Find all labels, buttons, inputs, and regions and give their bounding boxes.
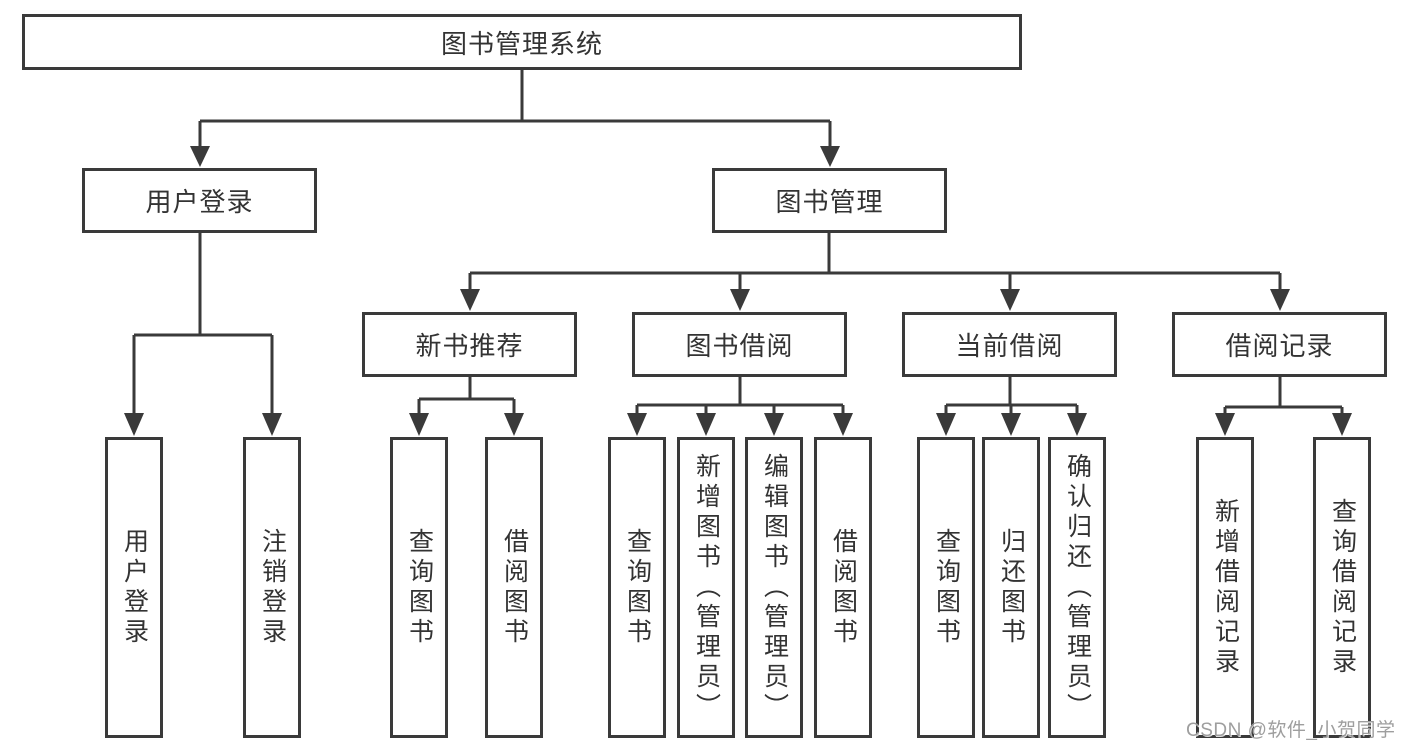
leaf-nbr-borrow-books-label: 借阅图书 [500, 527, 529, 648]
leaf-cb-query-books: 查询图书 [917, 437, 975, 738]
arrow-down-icon [1270, 289, 1290, 311]
connector-bookmgmt-to-level3 [468, 233, 1282, 291]
leaf-bb-add-books: 新增图书（管理员） [677, 437, 735, 738]
leaf-cb-confirm-return: 确认归还（管理员） [1048, 437, 1106, 738]
arrow-down-icon [1332, 413, 1352, 436]
leaf-bb-edit-books: 编辑图书（管理员） [745, 437, 803, 738]
connector-records-to-leaves [1223, 377, 1344, 416]
leaf-cb-return-books-label: 归还图书 [997, 527, 1026, 648]
arrow-down-icon [504, 413, 524, 436]
leaf-br-query-record-label: 查询借阅记录 [1328, 497, 1357, 678]
arrow-down-icon [409, 413, 429, 436]
arrow-down-icon [190, 146, 210, 167]
arrow-down-icon [627, 413, 647, 436]
node-user-login-label: 用户登录 [145, 187, 254, 217]
node-root-label: 图书管理系统 [440, 28, 603, 59]
leaf-cb-return-books: 归还图书 [982, 437, 1040, 738]
leaf-cb-confirm-return-label: 确认归还（管理员） [1063, 452, 1092, 723]
leaf-br-add-record: 新增借阅记录 [1196, 437, 1254, 738]
leaf-br-add-record-label: 新增借阅记录 [1211, 497, 1240, 678]
leaf-nbr-borrow-books: 借阅图书 [485, 437, 543, 738]
connector-currentborrow-to-leaves [944, 377, 1079, 416]
arrowheads [124, 146, 1352, 436]
node-borrow-records-label: 借阅记录 [1225, 331, 1334, 361]
node-borrow-records: 借阅记录 [1172, 312, 1387, 377]
leaf-bb-borrow-books: 借阅图书 [814, 437, 872, 738]
arrow-down-icon [262, 413, 282, 436]
arrow-down-icon [764, 413, 784, 436]
arrow-down-icon [820, 146, 840, 167]
arrow-down-icon [833, 413, 853, 436]
arrow-down-icon [696, 413, 716, 436]
connector-newbook-to-leaves [417, 377, 516, 416]
leaf-logout: 注销登录 [243, 437, 301, 738]
leaf-nbr-query-books: 查询图书 [390, 437, 448, 738]
arrow-down-icon [1067, 413, 1087, 436]
arrow-down-icon [124, 413, 144, 436]
arrow-down-icon [460, 289, 480, 311]
leaf-bb-query-books-label: 查询图书 [623, 527, 652, 648]
node-current-borrow: 当前借阅 [902, 312, 1117, 377]
csdn-watermark: CSDN @软件_小贺同学 [1186, 720, 1396, 741]
node-book-management: 图书管理 [712, 168, 947, 233]
arrow-down-icon [1001, 413, 1021, 436]
node-new-book-recommend-label: 新书推荐 [415, 331, 524, 361]
node-book-borrow-label: 图书借阅 [685, 331, 794, 361]
leaf-user-login: 用户登录 [105, 437, 163, 738]
leaf-bb-query-books: 查询图书 [608, 437, 666, 738]
connector-root-to-level2 [198, 70, 832, 148]
node-current-borrow-label: 当前借阅 [955, 331, 1064, 361]
arrow-down-icon [1215, 413, 1235, 436]
leaf-br-query-record: 查询借阅记录 [1313, 437, 1371, 738]
node-book-borrow: 图书借阅 [632, 312, 847, 377]
node-root-system: 图书管理系统 [22, 14, 1022, 70]
leaf-nbr-query-books-label: 查询图书 [405, 527, 434, 648]
connector-bookborrow-to-leaves [635, 377, 845, 416]
leaf-logout-label: 注销登录 [258, 527, 287, 648]
leaf-bb-borrow-books-label: 借阅图书 [829, 527, 858, 648]
arrow-down-icon [730, 289, 750, 311]
leaf-user-login-label: 用户登录 [120, 527, 149, 648]
leaf-bb-edit-books-label: 编辑图书（管理员） [760, 452, 789, 723]
connector-userlogin-to-leaves [132, 233, 274, 416]
arrow-down-icon [936, 413, 956, 436]
node-user-login: 用户登录 [82, 168, 317, 233]
node-new-book-recommend: 新书推荐 [362, 312, 577, 377]
leaf-bb-add-books-label: 新增图书（管理员） [692, 452, 721, 723]
arrow-down-icon [1000, 289, 1020, 311]
node-book-management-label: 图书管理 [775, 187, 884, 217]
leaf-cb-query-books-label: 查询图书 [932, 527, 961, 648]
